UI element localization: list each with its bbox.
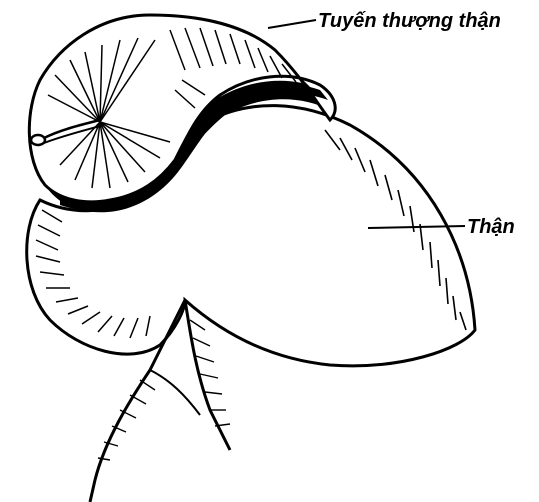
kidney-label: Thận: [467, 217, 515, 237]
adrenal-gland-label: Tuyến thượng thận: [318, 11, 501, 31]
adrenal-leader-line: [268, 20, 316, 28]
adrenal-vein-opening: [31, 135, 45, 145]
